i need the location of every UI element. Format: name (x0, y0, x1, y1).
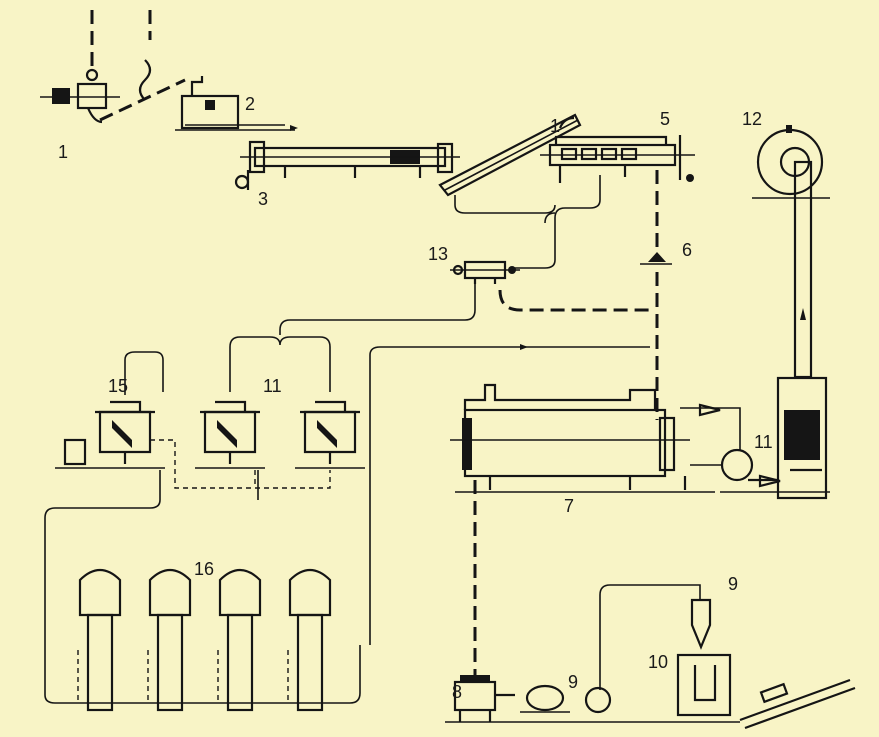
label-8: 8 (452, 682, 462, 702)
label-9-cyclone: 9 (728, 574, 738, 594)
equipment-7-drum-dryer (450, 383, 715, 493)
equipment-1-inclined-conveyor (438, 113, 582, 197)
label-16: 16 (194, 559, 214, 579)
label-7: 7 (564, 496, 574, 516)
equipment-8-9-10 (445, 584, 856, 730)
equipment-16-tanks (77, 568, 332, 712)
label-1-conveyor: 1 (550, 116, 560, 136)
label-1: 1 (58, 142, 68, 162)
label-11-heater: 11 (754, 432, 773, 452)
centrifuge-15 (55, 400, 165, 469)
pipes-to-13 (124, 175, 601, 395)
equipment-1-pump (40, 68, 120, 124)
equipment-12-fan (752, 125, 830, 379)
equipment-2-tank (175, 76, 298, 131)
centrifuges-15-11 (55, 400, 365, 489)
arrow (520, 344, 528, 350)
label-11: 11 (263, 376, 282, 396)
equipment-labels: 1 2 1 5 3 12 13 6 15 11 11 7 16 9 9 10 8 (58, 94, 773, 702)
label-6: 6 (682, 240, 692, 260)
dashed-flow-lines (473, 170, 659, 690)
equipment-5-washer (540, 135, 695, 183)
return-pipe (369, 346, 650, 645)
equipment-13-separator (450, 260, 520, 284)
label-12: 12 (742, 109, 762, 129)
label-2: 2 (245, 94, 255, 114)
label-5: 5 (660, 109, 670, 129)
label-10: 10 (648, 652, 668, 672)
equipment-6-pump (640, 252, 672, 265)
label-3: 3 (258, 189, 268, 209)
centrifuge-11a (195, 400, 265, 469)
label-9-fan: 9 (568, 672, 578, 692)
feed-lines (90, 10, 186, 122)
label-13: 13 (428, 244, 448, 264)
label-15: 15 (108, 376, 128, 396)
centrifuge-11b (295, 400, 365, 469)
equipment-3-conveyor (234, 140, 460, 190)
pipe-to-16 (44, 470, 361, 704)
equipment-11-heater (680, 376, 830, 500)
